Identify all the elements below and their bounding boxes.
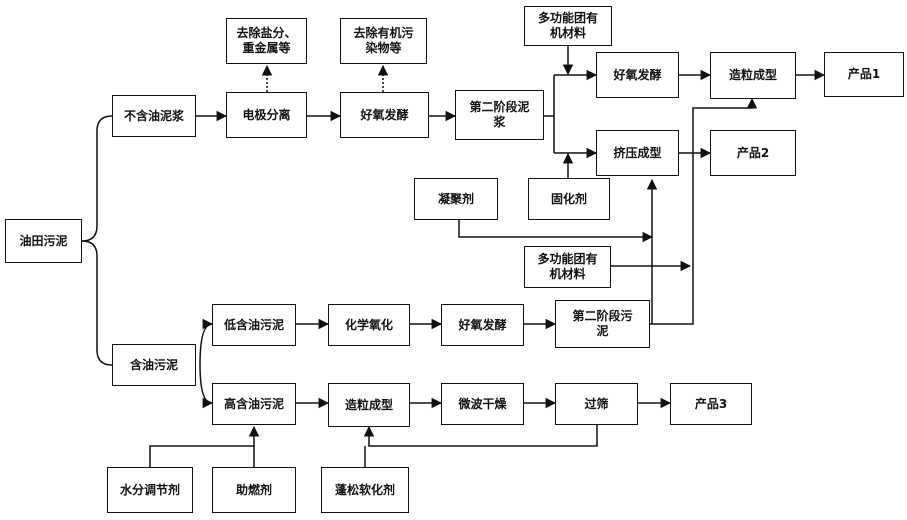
node-granulate-top: 造粒成型 xyxy=(710,52,796,99)
node-high-oil: 高含油污泥 xyxy=(212,383,296,425)
node-aerobic-top: 好氧发酵 xyxy=(340,92,429,138)
node-no-oil-slurry: 不含油泥浆 xyxy=(112,95,196,137)
node-chemical-oxidation: 化学氧化 xyxy=(328,304,410,346)
node-aerobic-low: 好氧发酵 xyxy=(441,304,524,346)
node-flocculant: 凝聚剂 xyxy=(414,178,498,220)
node-electrode-separation: 电极分离 xyxy=(226,92,307,138)
node-moisture-regulator: 水分调节剂 xyxy=(107,467,193,513)
node-microwave-dry: 微波干燥 xyxy=(441,383,524,425)
node-product2: 产品2 xyxy=(710,130,796,176)
node-softener: 蓬松软化剂 xyxy=(321,467,409,513)
node-aerobic-right: 好氧发酵 xyxy=(596,52,679,98)
node-sieve: 过筛 xyxy=(555,383,638,425)
node-oily-sludge: 含油污泥 xyxy=(112,344,196,386)
node-remove-salt: 去除盐分、 重金属等 xyxy=(226,18,307,64)
node-stage2-low: 第二阶段污 泥 xyxy=(555,300,650,348)
node-extrude: 挤压成型 xyxy=(596,130,679,176)
node-solidifier: 固化剂 xyxy=(528,178,610,220)
node-granulate-low: 造粒成型 xyxy=(328,383,410,427)
node-stage2-top: 第二阶段泥 浆 xyxy=(455,90,544,140)
node-remove-organic: 去除有机污 染物等 xyxy=(340,18,427,64)
node-product3: 产品3 xyxy=(670,383,752,425)
node-root: 油田污泥 xyxy=(5,219,82,263)
node-combustion-aid: 助燃剂 xyxy=(212,467,296,513)
node-product1: 产品1 xyxy=(824,52,904,97)
node-mfo-mid: 多功能团有 机材料 xyxy=(524,246,611,288)
node-mfo-top: 多功能团有 机材料 xyxy=(524,6,612,46)
node-low-oil: 低含油污泥 xyxy=(212,304,296,346)
